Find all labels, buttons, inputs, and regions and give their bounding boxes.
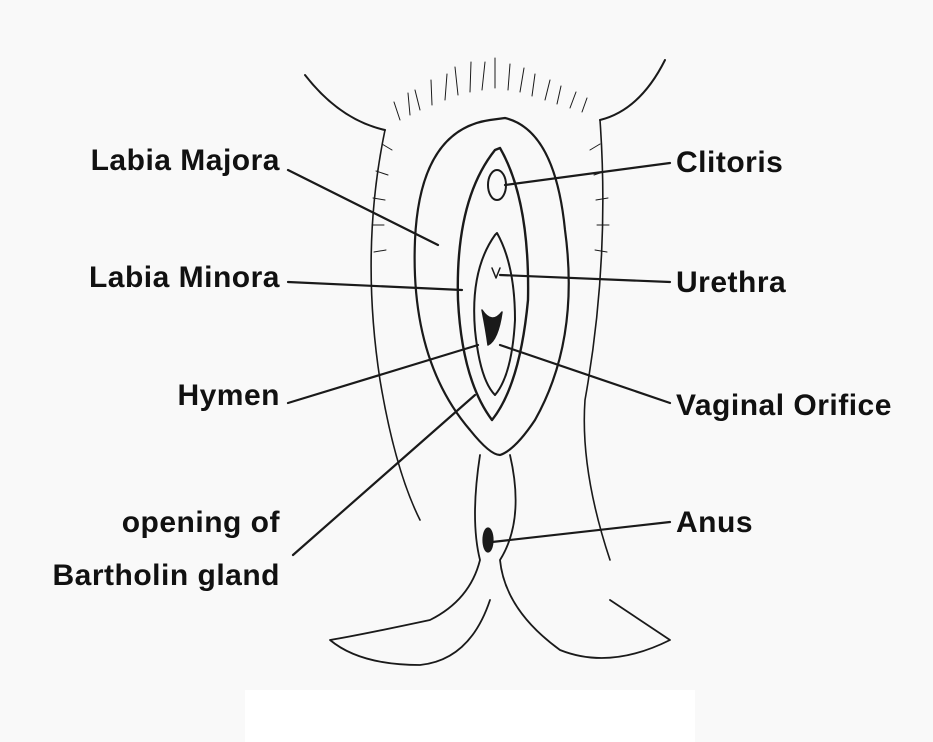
clitoris-shape xyxy=(488,170,506,200)
vestibule-shape xyxy=(474,233,515,395)
right-body-contour xyxy=(584,120,610,560)
label-labia-minora: Labia Minora xyxy=(55,260,280,296)
labia-minora-shape xyxy=(458,148,528,420)
leader-bartholin xyxy=(293,395,475,555)
bottom-whitespace xyxy=(245,690,695,742)
left-thigh-outline xyxy=(305,75,385,130)
perineum-right xyxy=(500,455,670,658)
leader-clitoris xyxy=(505,163,670,185)
label-hymen: Hymen xyxy=(55,378,280,414)
labia-majora-outer xyxy=(415,118,569,455)
perineum-left xyxy=(330,455,490,665)
leader-labia-minora xyxy=(288,282,462,290)
leader-vaginal-orifice xyxy=(500,345,670,403)
leader-labia-majora xyxy=(288,170,438,245)
label-urethra: Urethra xyxy=(676,265,786,301)
label-clitoris: Clitoris xyxy=(676,145,783,181)
label-anus: Anus xyxy=(676,505,753,541)
urethra-mark xyxy=(492,268,500,278)
leader-anus xyxy=(492,522,670,542)
left-body-contour xyxy=(371,130,420,520)
leader-urethra xyxy=(500,275,670,282)
label-vaginal-orifice: Vaginal Orifice xyxy=(676,388,892,424)
label-labia-majora: Labia Majora xyxy=(55,143,280,179)
vaginal-orifice-mark xyxy=(482,310,502,345)
anus-mark xyxy=(483,528,493,552)
label-bartholin-line1: opening of xyxy=(40,505,280,541)
label-bartholin-line2: Bartholin gland xyxy=(20,558,280,594)
right-thigh-outline xyxy=(600,60,665,120)
